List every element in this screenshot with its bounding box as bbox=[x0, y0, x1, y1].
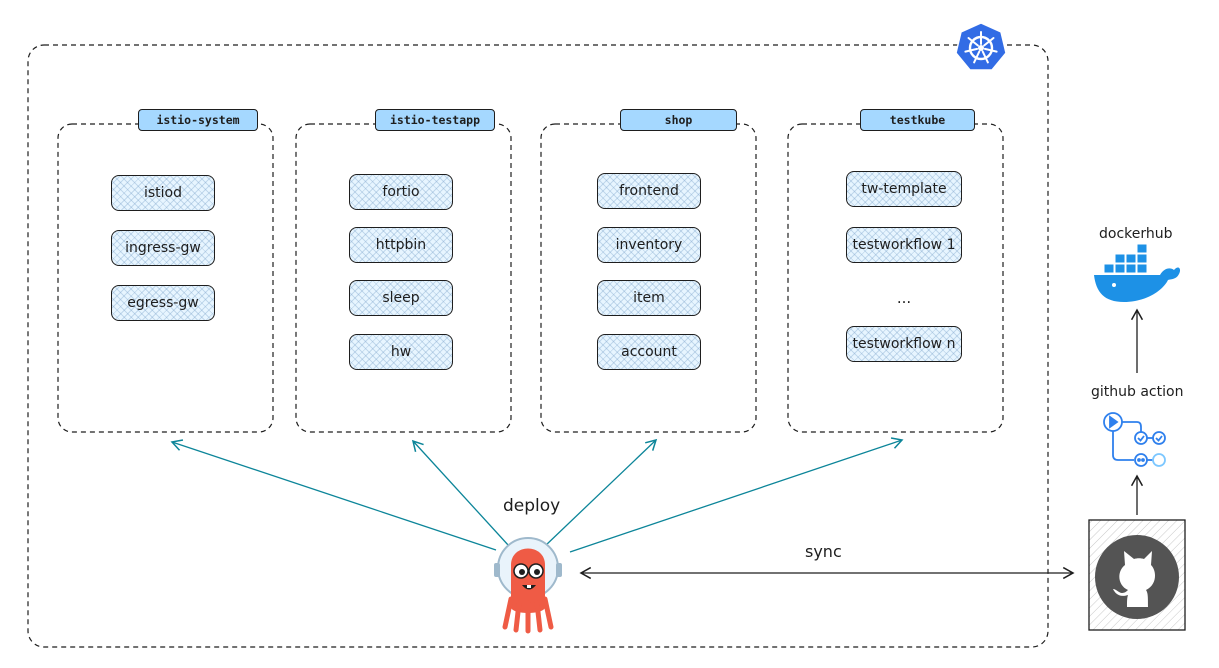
service-httpbin: httpbin bbox=[349, 227, 453, 263]
service-account: account bbox=[597, 334, 701, 370]
kubernetes-icon bbox=[955, 22, 1007, 71]
deploy-arrow-istio-testapp bbox=[411, 439, 510, 547]
cluster-boundary bbox=[27, 44, 1049, 648]
namespace-box-shop bbox=[540, 123, 757, 433]
namespace-box-istio-testapp bbox=[295, 123, 512, 433]
service-ellipsis: ... bbox=[896, 289, 912, 307]
github-icon bbox=[1095, 535, 1179, 619]
namespace-label-shop: shop bbox=[620, 109, 737, 131]
docker-whale-icon bbox=[1094, 243, 1181, 302]
namespace-label-istio-system: istio-system bbox=[138, 109, 258, 131]
namespace-label-istio-testapp: istio-testapp bbox=[375, 109, 495, 131]
deploy-arrow-istio-system bbox=[170, 439, 497, 551]
dockerhub-label: dockerhub bbox=[1099, 226, 1173, 242]
argocd-mascot-icon bbox=[494, 537, 562, 634]
service-testworkflow-1: testworkflow 1 bbox=[846, 227, 962, 263]
service-istiod: istiod bbox=[111, 175, 215, 211]
github-actions-icon bbox=[1103, 412, 1166, 467]
service-egress-gw: egress-gw bbox=[111, 285, 215, 321]
deploy-label: deploy bbox=[503, 496, 561, 516]
deploy-arrow-testkube bbox=[569, 437, 904, 553]
deploy-arrow-shop bbox=[544, 438, 658, 547]
service-item: item bbox=[597, 280, 701, 316]
service-testworkflow-n: testworkflow n bbox=[846, 326, 962, 362]
service-inventory: inventory bbox=[597, 227, 701, 263]
namespace-box-istio-system bbox=[57, 123, 274, 433]
service-frontend: frontend bbox=[597, 173, 701, 209]
service-ingress-gw: ingress-gw bbox=[111, 230, 215, 266]
service-sleep: sleep bbox=[349, 280, 453, 316]
service-fortio: fortio bbox=[349, 174, 453, 210]
namespace-label-testkube: testkube bbox=[860, 109, 975, 131]
service-hw: hw bbox=[349, 334, 453, 370]
github-repo-box bbox=[1088, 519, 1186, 631]
sync-label: sync bbox=[805, 542, 842, 561]
github-action-label: github action bbox=[1091, 384, 1184, 400]
service-tw-template: tw-template bbox=[846, 171, 962, 207]
